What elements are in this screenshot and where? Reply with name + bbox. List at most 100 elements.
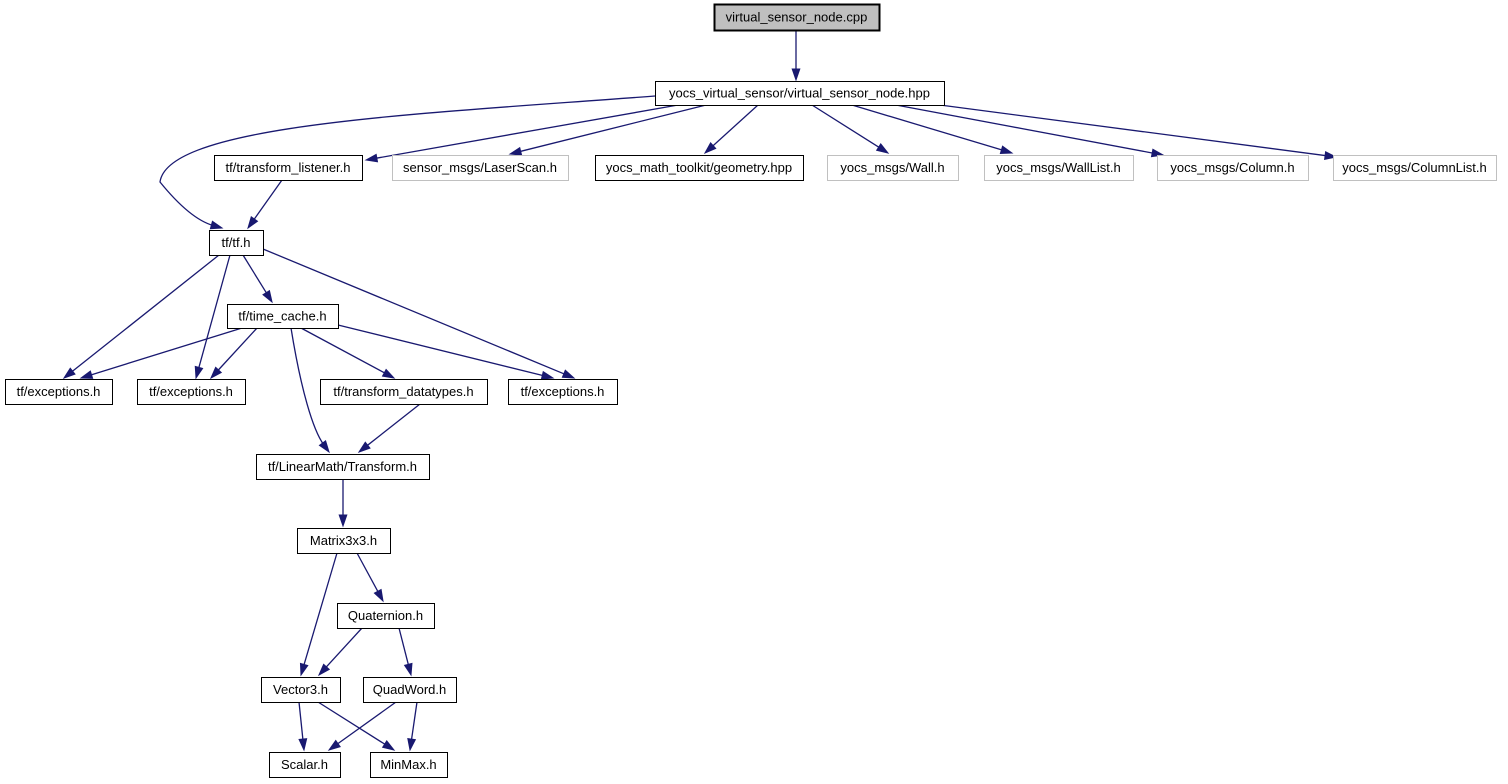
arrowhead-quat-vector3 [317,663,331,677]
node-box-wall [827,155,959,181]
node-box-scalar[interactable] [269,752,341,778]
node-label-wall: yocs_msgs/Wall.h [840,160,944,175]
node-box-column [1157,155,1309,181]
arrowhead-hpp-geometry [703,141,717,155]
node-label-cpp: virtual_sensor_node.cpp [726,10,868,25]
edge-hpp-laserscan [508,104,707,156]
node-box-laserscan [392,155,569,181]
arrowhead-matrix-vector3 [299,662,309,677]
arrowhead-vector3-scalar [298,738,308,752]
node-hpp[interactable]: yocs_virtual_sensor/virtual_sensor_node.… [655,81,945,106]
node-datatypes[interactable]: tf/transform_datatypes.h [320,379,488,405]
node-box-minmax[interactable] [370,752,448,778]
edge-timecache-datatypes [300,327,396,379]
node-box-exc2[interactable] [137,379,246,405]
node-listener[interactable]: tf/transform_listener.h [214,155,363,181]
node-box-walllist [984,155,1134,181]
arrowhead-datatypes-transform [357,441,371,453]
node-label-geometry: yocs_math_toolkit/geometry.hpp [606,160,792,175]
edge-vector3-minmax [317,701,396,751]
node-matrix[interactable]: Matrix3x3.h [297,528,391,554]
node-scalar[interactable]: Scalar.h [269,752,341,778]
node-box-vector3[interactable] [261,677,341,703]
node-walllist: yocs_msgs/WallList.h [984,155,1134,181]
node-geometry[interactable]: yocs_math_toolkit/geometry.hpp [595,155,804,181]
edge-quat-vector3 [317,627,363,677]
node-box-matrix[interactable] [297,528,391,554]
node-label-tf: tf/tf.h [222,235,251,250]
arrowhead-transform-matrix [338,514,348,528]
node-label-column: yocs_msgs/Column.h [1170,160,1294,175]
arrowhead-timecache-exc2 [209,366,223,380]
node-label-vector3: Vector3.h [273,682,328,697]
edge-cpp-hpp [791,30,801,82]
node-tf[interactable]: tf/tf.h [209,230,264,256]
node-box-exc1[interactable] [5,379,113,405]
edge-tf-exc2 [194,254,231,380]
node-box-hpp[interactable] [655,81,945,106]
node-box-cpp[interactable] [713,3,881,32]
node-label-hpp: yocs_virtual_sensor/virtual_sensor_node.… [669,86,930,101]
edge-timecache-transform [290,327,330,454]
edge-quat-quadword [398,627,413,677]
arrowhead-hpp-walllist [999,145,1014,155]
node-box-transform[interactable] [256,454,430,480]
node-exc1[interactable]: tf/exceptions.h [5,379,113,405]
node-box-geometry[interactable] [595,155,804,181]
node-minmax[interactable]: MinMax.h [370,752,448,778]
arrowhead-quat-quadword [403,662,413,677]
arrowhead-timecache-transform [318,440,330,454]
edge-hpp-walllist [851,104,1014,155]
node-box-columnlist [1333,155,1497,181]
node-label-listener: tf/transform_listener.h [226,160,351,175]
arrowhead-quadword-scalar [327,739,341,751]
arrowhead-tf-exc3 [561,369,576,379]
edge-hpp-columnlist [939,104,1338,160]
node-exc3[interactable]: tf/exceptions.h [508,379,618,405]
node-laserscan: sensor_msgs/LaserScan.h [392,155,569,181]
arrowhead-tf-timecache [262,289,273,304]
node-label-quat: Quaternion.h [348,608,423,623]
node-quat[interactable]: Quaternion.h [337,603,435,629]
edge-matrix-vector3 [299,552,338,677]
edge-tf-timecache [242,254,273,304]
arrowhead-hpp-laserscan [508,146,523,156]
node-box-exc3[interactable] [508,379,618,405]
edge-hpp-column [895,104,1165,158]
node-wall: yocs_msgs/Wall.h [827,155,959,181]
node-box-quadword[interactable] [363,677,457,703]
node-box-timecache[interactable] [227,304,339,329]
node-column: yocs_msgs/Column.h [1157,155,1309,181]
node-transform[interactable]: tf/LinearMath/Transform.h [256,454,430,480]
arrowhead-cpp-hpp [791,68,801,82]
edge-datatypes-transform [357,403,421,453]
edge-hpp-wall [811,104,890,154]
node-box-listener[interactable] [214,155,363,181]
edge-hpp-geometry [703,104,759,155]
node-timecache[interactable]: tf/time_cache.h [227,304,339,329]
node-label-exc1: tf/exceptions.h [17,384,101,399]
node-columnlist: yocs_msgs/ColumnList.h [1333,155,1497,181]
edge-vector3-scalar [298,701,308,752]
node-label-laserscan: sensor_msgs/LaserScan.h [403,160,557,175]
node-vector3[interactable]: Vector3.h [261,677,341,703]
edge-timecache-exc3 [337,324,555,380]
node-label-scalar: Scalar.h [281,757,328,772]
node-label-matrix: Matrix3x3.h [310,533,377,548]
node-box-datatypes[interactable] [320,379,488,405]
node-cpp[interactable]: virtual_sensor_node.cpp [713,3,881,32]
arrowhead-tf-exc1 [62,367,76,379]
node-exc2[interactable]: tf/exceptions.h [137,379,246,405]
edge-transform-matrix [338,479,348,528]
node-quadword[interactable]: QuadWord.h [363,677,457,703]
node-box-quat[interactable] [337,603,435,629]
edge-timecache-exc2 [209,327,258,380]
edge-tf-exc1 [62,254,220,379]
node-box-tf[interactable] [209,230,264,256]
node-label-columnlist: yocs_msgs/ColumnList.h [1342,160,1487,175]
node-label-transform: tf/LinearMath/Transform.h [268,459,417,474]
node-label-exc3: tf/exceptions.h [521,384,605,399]
arrowhead-hpp-wall [875,143,890,154]
